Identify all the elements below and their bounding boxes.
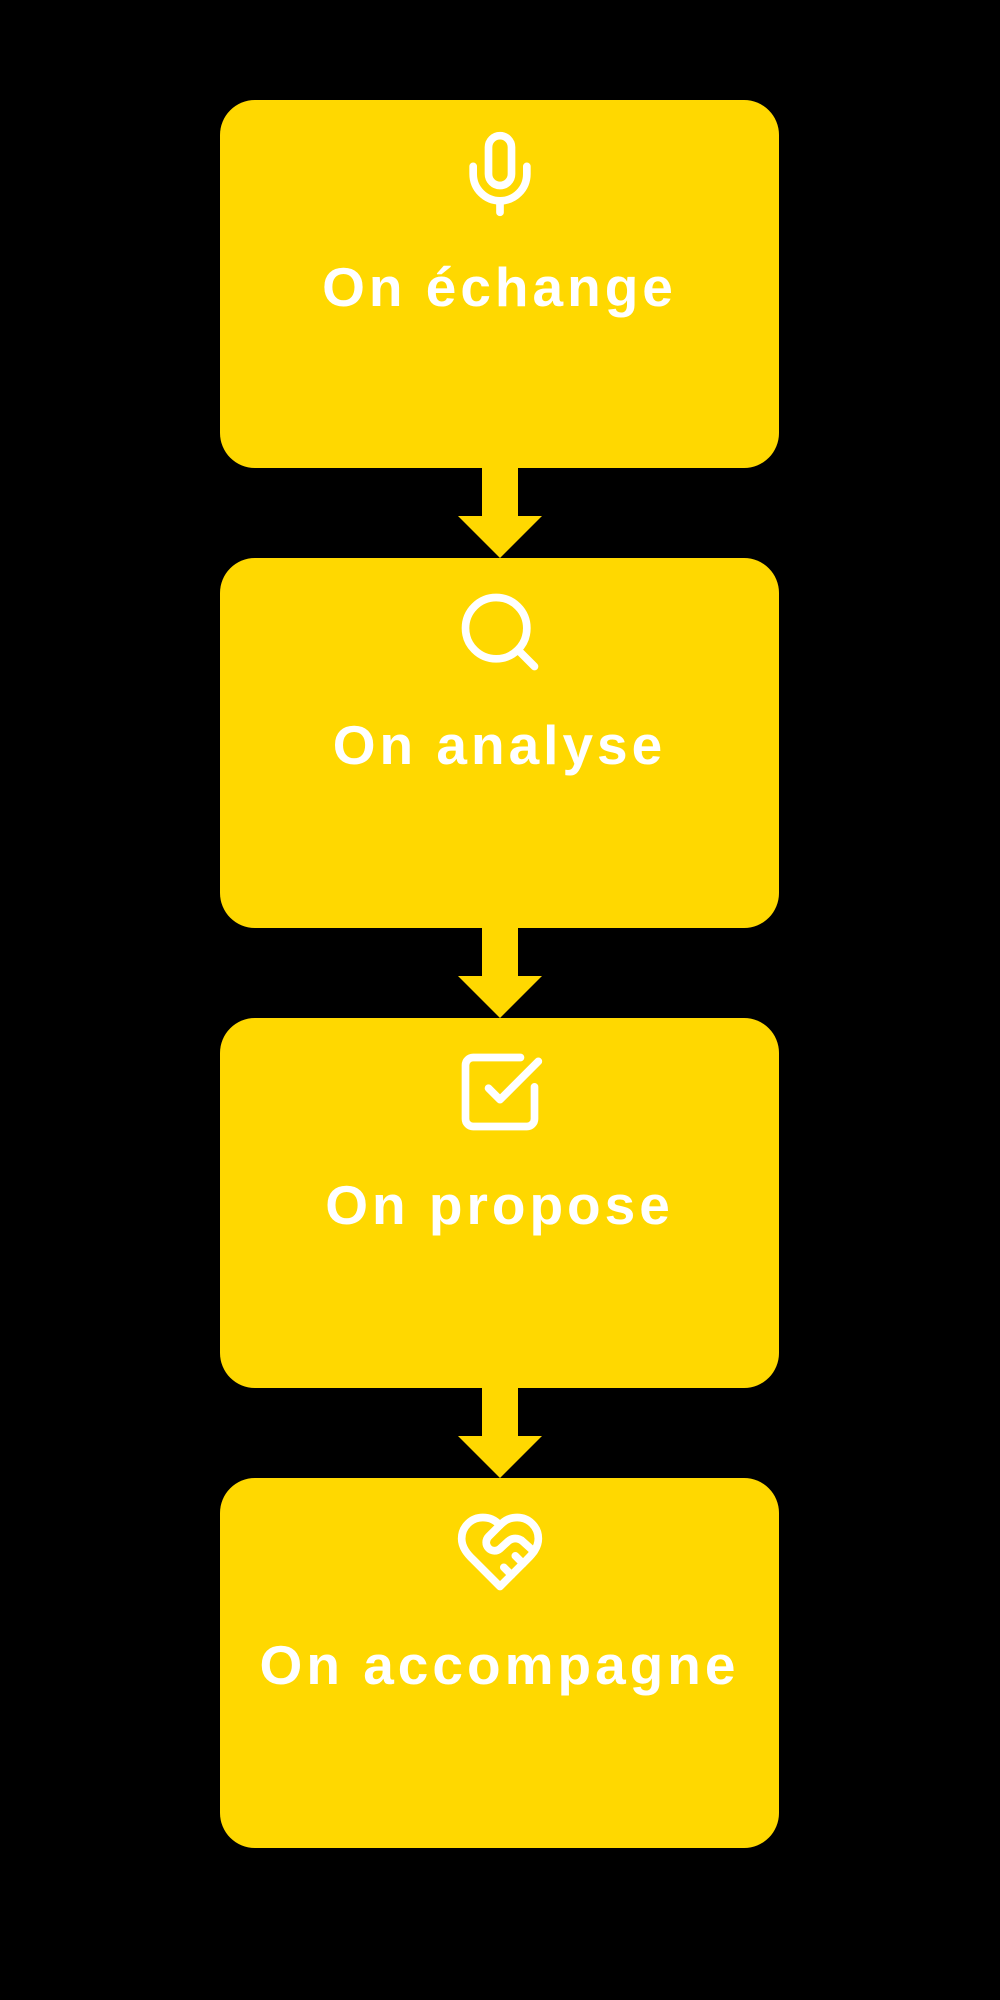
- step-card-propose: On propose: [220, 1018, 779, 1388]
- step-card-accompagne: On accompagne: [220, 1478, 779, 1848]
- flow-arrow-down: [458, 928, 542, 1018]
- arrow-shaft: [482, 928, 518, 976]
- arrow-shaft: [482, 468, 518, 516]
- step-icon-wrap: [454, 128, 546, 220]
- step-label: On échange: [322, 256, 677, 318]
- flow-arrow-down: [458, 468, 542, 558]
- step-label: On analyse: [332, 714, 667, 776]
- step-card-echange: On échange: [220, 100, 779, 468]
- heart-handshake-icon: [457, 1513, 542, 1591]
- step-card-analyse: On analyse: [220, 558, 779, 928]
- arrow-head: [458, 976, 542, 1018]
- check-square-icon: [461, 1053, 542, 1131]
- flow-arrow-down: [458, 1388, 542, 1478]
- search-icon: [461, 593, 538, 671]
- step-icon-wrap: [454, 1046, 546, 1138]
- step-icon-wrap: [454, 586, 546, 678]
- arrow-head: [458, 1436, 542, 1478]
- step-label: On accompagne: [259, 1634, 740, 1696]
- arrow-head: [458, 516, 542, 558]
- step-icon-wrap: [454, 1506, 546, 1598]
- step-label: On propose: [325, 1174, 674, 1236]
- arrow-shaft: [482, 1388, 518, 1436]
- microphone-icon: [468, 131, 531, 217]
